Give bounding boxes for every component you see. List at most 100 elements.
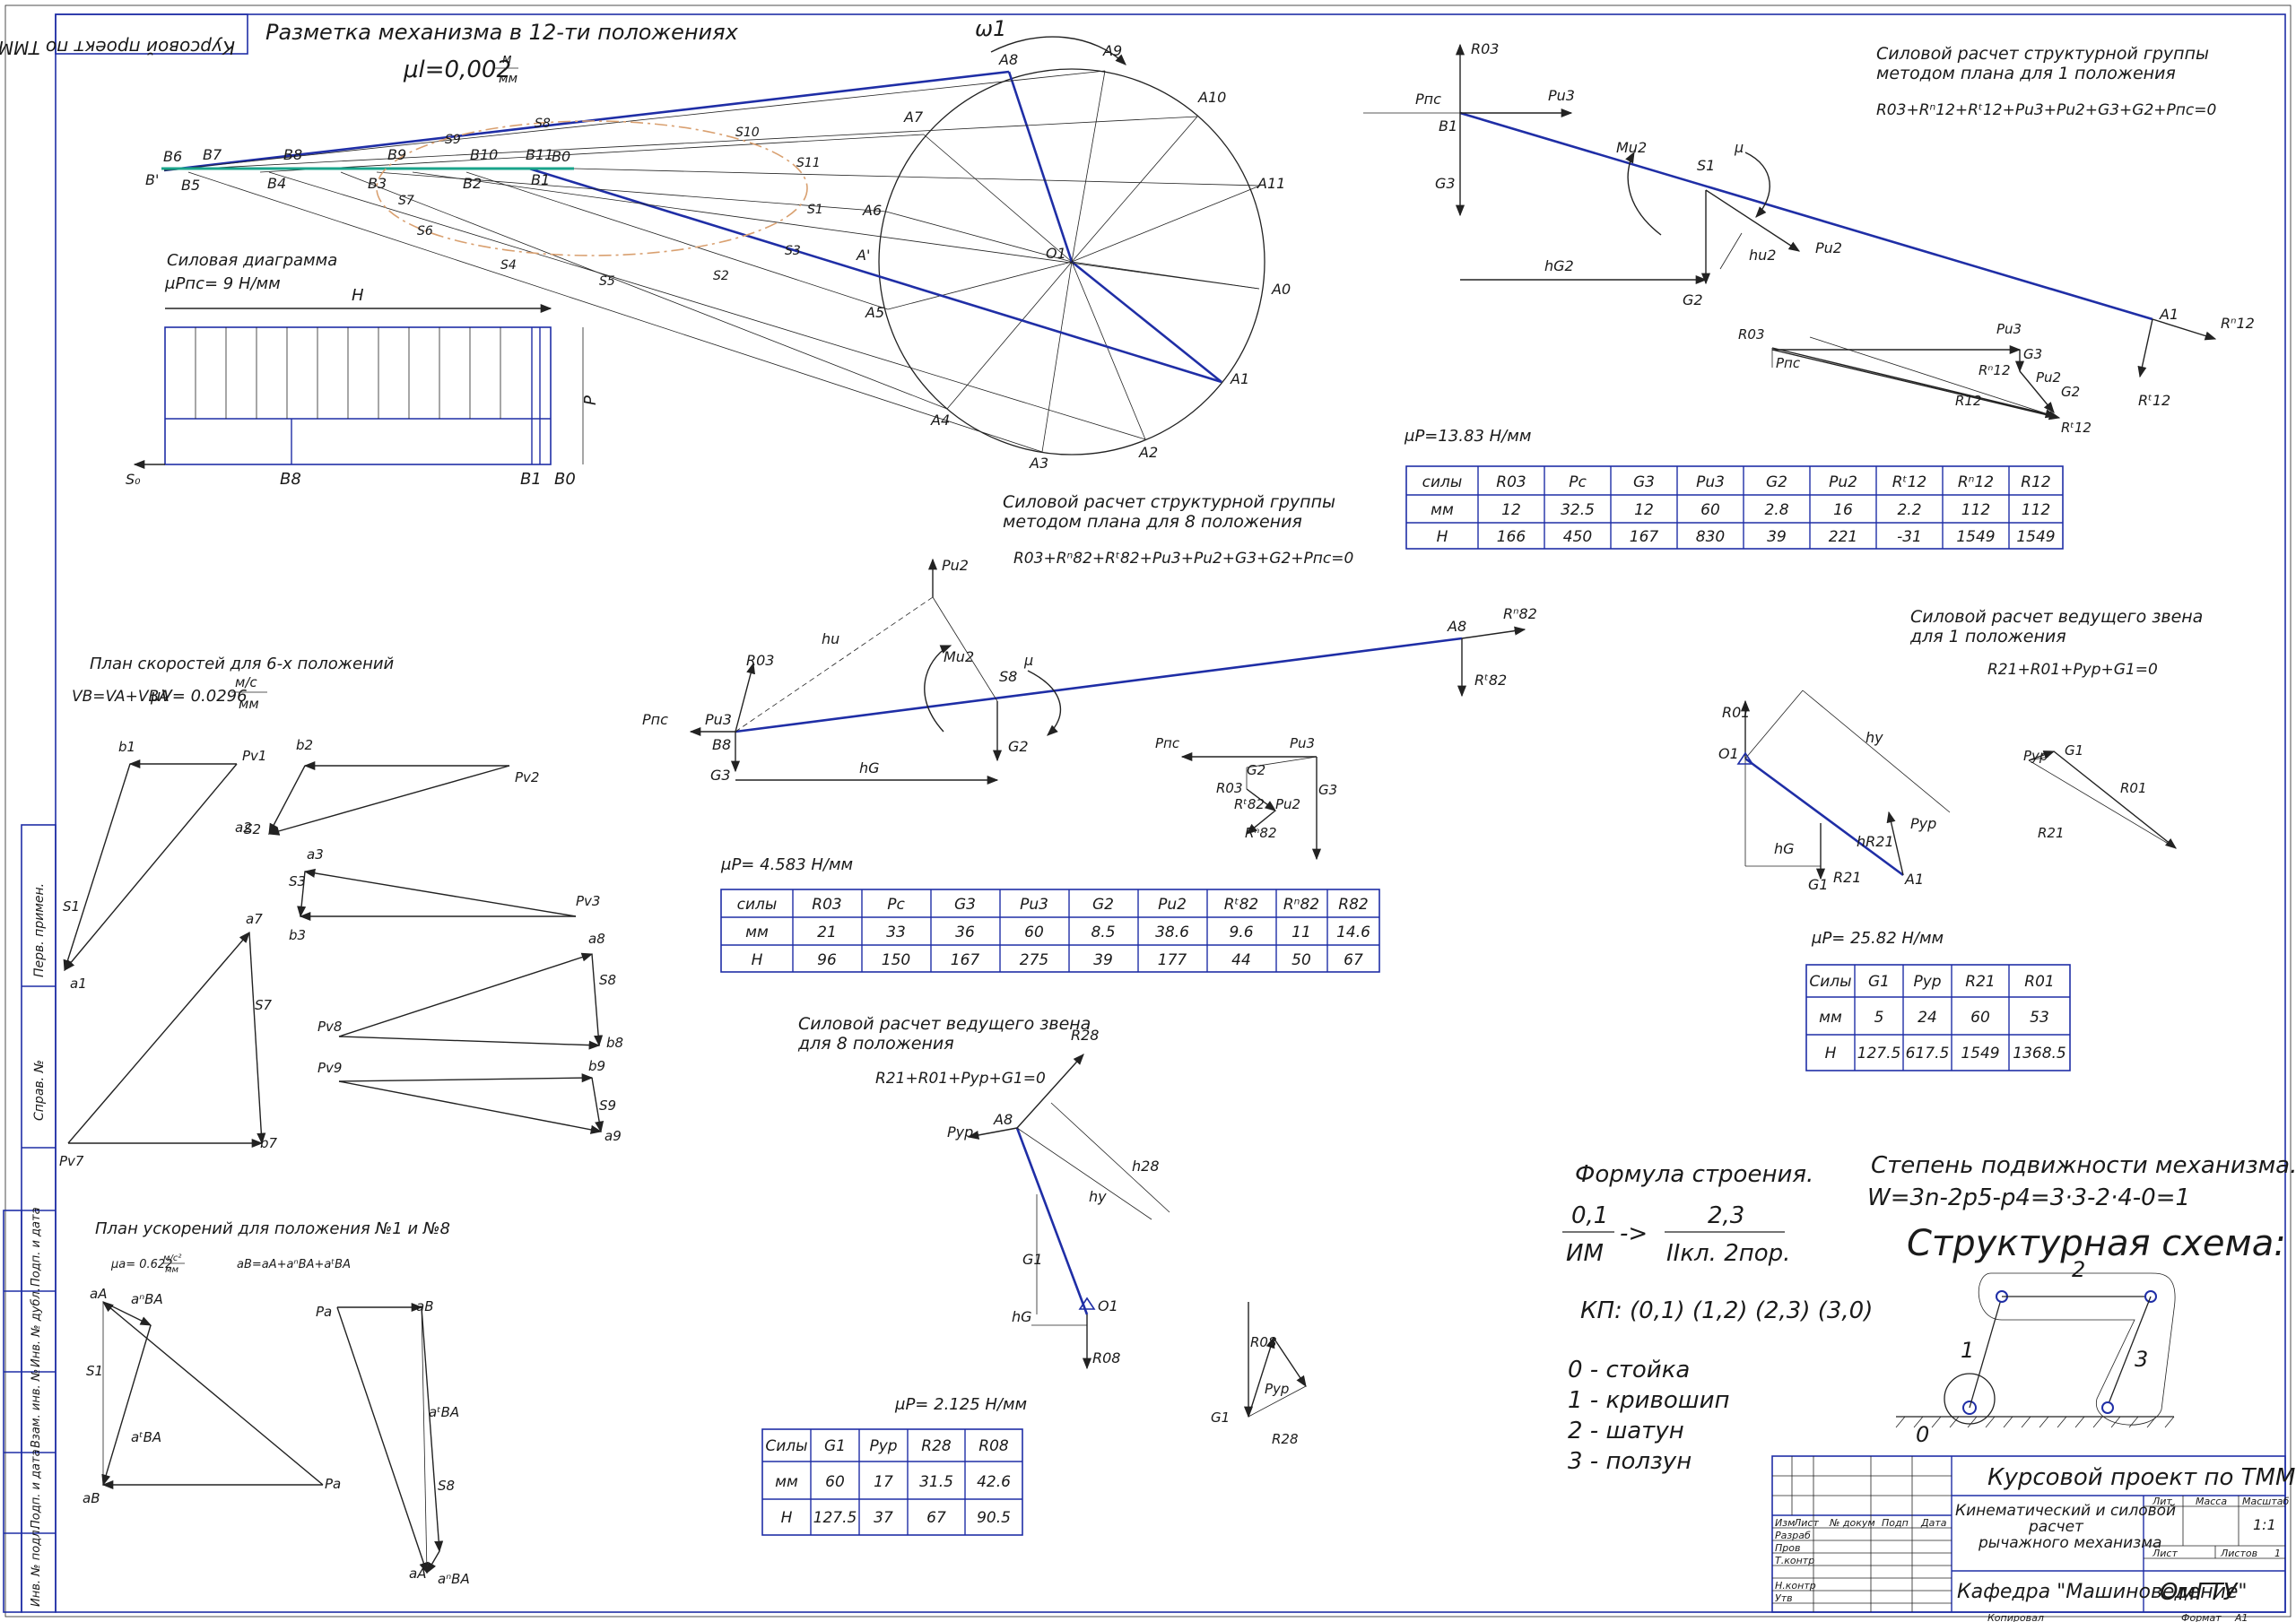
layout-scale-unit-num: м	[502, 52, 512, 66]
l8-label-7: O1	[1098, 1297, 1118, 1314]
tl8-r0c2: 17	[874, 1473, 893, 1491]
tl1-h1: G1	[1868, 973, 1890, 991]
g1-plan-7: R12	[1955, 393, 1982, 409]
lead1-labels: R01 O1 hy hG hR21 Pур G1 R21 A1	[1718, 704, 1936, 893]
g1-label-14: Rᵗ12	[2138, 392, 2170, 409]
tl1-r0c0: мм	[1819, 1009, 1842, 1027]
velocity-vectors	[63, 759, 604, 1149]
t1-h7: Rᵗ12	[1892, 473, 1926, 491]
accel-label-0: aA	[90, 1286, 107, 1302]
side-label-4: Взам. инв. №	[30, 1369, 43, 1448]
l1-label-3: hG	[1774, 840, 1795, 857]
accel-labels: aA aⁿBA S1 aᵗBA aB Pa Pa aB aᵗBA S8 aA a…	[83, 1286, 470, 1587]
tl1-h3: R21	[1965, 973, 1995, 991]
group8-labels: Pu2 hu R03 Mu2 μ S8 A8 Rⁿ82 Rᵗ82 Pпс Pu3…	[642, 557, 1537, 784]
group1-equation: R03+Rⁿ12+Rᵗ12+Pu3+Pu2+G3+G2+Pпс=0	[1876, 101, 2216, 119]
t8-r0c8: 11	[1292, 924, 1311, 941]
l1-plan-2: R01	[2120, 780, 2147, 796]
accel-label-8: aᵗBA	[429, 1404, 459, 1420]
layout-title: Разметка механизма в 12-ти положениях	[265, 20, 739, 45]
vel-label-s1: S1	[63, 898, 80, 915]
vel-label-b3: b3	[289, 927, 306, 943]
scheme-label-1: 1	[1961, 1338, 1974, 1363]
l1-label-6: G1	[1808, 876, 1829, 893]
tb-format: Формат	[2181, 1612, 2222, 1622]
l1-label-8: A1	[1904, 871, 1924, 888]
label-b2: B2	[463, 175, 482, 192]
velocity-scale: μV= 0.0296	[150, 687, 248, 706]
l8-label-2: A8	[993, 1111, 1013, 1128]
g8-label-3: Mu2	[944, 648, 974, 665]
t8-r0c9: 14.6	[1336, 924, 1370, 941]
l1-label-7: R21	[1833, 869, 1861, 886]
t8-r1c9: 67	[1344, 951, 1363, 969]
force-diagram-s: S₀	[126, 471, 141, 488]
tb-col-0: Изм	[1775, 1517, 1795, 1529]
t8-r1c5: 39	[1093, 951, 1113, 969]
t8-r1c4: 275	[1020, 951, 1048, 969]
accel-label-9: S8	[438, 1478, 455, 1494]
g1-label-10: Pu2	[1815, 239, 1842, 256]
velocity-labels: b1 Pv1 b2 Pv2 S2 a2 a3 S3 Pv3 b3 a7 S7 b…	[59, 737, 623, 1169]
g8-label-8: Rᵗ82	[1474, 672, 1507, 689]
tl1-h4: R01	[2024, 973, 2054, 991]
mobility-title: Степень подвижности механизма.	[1871, 1152, 2296, 1179]
tl8-r0c1: 60	[825, 1473, 845, 1491]
t8-r1c1: 96	[817, 951, 837, 969]
lead1-equation: R21+R01+Pур+G1=0	[1987, 661, 2158, 679]
velocity-unit-num: м/с	[235, 674, 257, 690]
g8-label-11: B8	[712, 736, 731, 753]
t1-r1c6: 221	[1829, 528, 1857, 546]
formula-title: Формула строения.	[1575, 1161, 1813, 1188]
t1-r1c3: 167	[1630, 528, 1659, 546]
g8-label-13: hG	[859, 759, 880, 776]
t1-h0: силы	[1422, 473, 1463, 491]
group1-title-1: Силовой расчет структурной группы	[1876, 44, 2209, 64]
t1-r0c1: 12	[1501, 501, 1521, 519]
group8-title-2: методом плана для 8 положения	[1003, 512, 1302, 532]
side-label-5: Подп. и дата	[30, 1449, 43, 1529]
label-o1: O1	[1046, 245, 1066, 262]
vel-label-s2: S2	[244, 821, 261, 837]
label-a8: A8	[998, 51, 1018, 68]
label-b11: B11	[526, 146, 553, 163]
tb-col-3: Подп	[1882, 1517, 1909, 1529]
tb-col-2: № докум	[1829, 1517, 1875, 1529]
lead8-title-2: для 8 положения	[797, 1034, 954, 1054]
group8-force-plan	[1180, 751, 1322, 861]
accel-title: План ускорений для положения №1 и №8	[95, 1219, 450, 1238]
tb-subject-3: рычажного механизма	[1978, 1534, 2161, 1552]
group1-plan-labels: R03 Pпс Pu3 Rⁿ12 G3 Pu2 G2 R12 Rᵗ12	[1738, 321, 2092, 436]
t1-r0c5: 2.8	[1764, 501, 1788, 519]
label-s5: S5	[599, 274, 615, 289]
tb-role-3: Н.контр	[1775, 1580, 1816, 1592]
t8-r1c3: 167	[951, 951, 980, 969]
g1-label-1: Pпс	[1415, 91, 1441, 108]
g8-plan-5: Rⁿ82	[1245, 825, 1277, 841]
tb-role-4: Утв	[1775, 1592, 1793, 1604]
tl1-r0c3: 60	[1970, 1009, 1990, 1027]
g1-label-8: hG2	[1544, 257, 1574, 274]
tb-project: Курсовой проект по ТММ	[1987, 1464, 2295, 1491]
label-s8: S8	[535, 117, 551, 131]
t8-h8: Rⁿ82	[1283, 896, 1319, 914]
tb-col-4: Дата	[1920, 1517, 1947, 1529]
g8-label-1: hu	[822, 630, 839, 647]
lead1-scale: μP= 25.82 Н/мм	[1811, 929, 1944, 948]
label-b5: B5	[181, 177, 200, 194]
label-a2: A2	[1138, 444, 1158, 461]
group1-scale: μP=13.83 Н/мм	[1404, 427, 1531, 446]
g8-label-2: R03	[746, 652, 774, 669]
label-s6: S6	[417, 224, 433, 239]
layout-scale-unit-den: мм	[499, 72, 518, 86]
lead8-plan-labels: R08 Pур G1 R28	[1211, 1334, 1299, 1447]
tl1-r1c0: Н	[1825, 1045, 1837, 1063]
lead1-title-1: Силовой расчет ведущего звена	[1910, 607, 2203, 627]
title-block	[1771, 1455, 2286, 1613]
accel-label-3: aᵗBA	[131, 1429, 161, 1445]
t1-h8: Rⁿ12	[1958, 473, 1994, 491]
a-labels: A0 A1 A2 A3 A4 A5 A6 A7 A8 A9 A10 A11 O1…	[856, 42, 1291, 472]
label-a4: A4	[930, 412, 950, 429]
g1-plan-1: Pпс	[1776, 355, 1801, 371]
side-label-1: Справ. №	[32, 1060, 47, 1121]
